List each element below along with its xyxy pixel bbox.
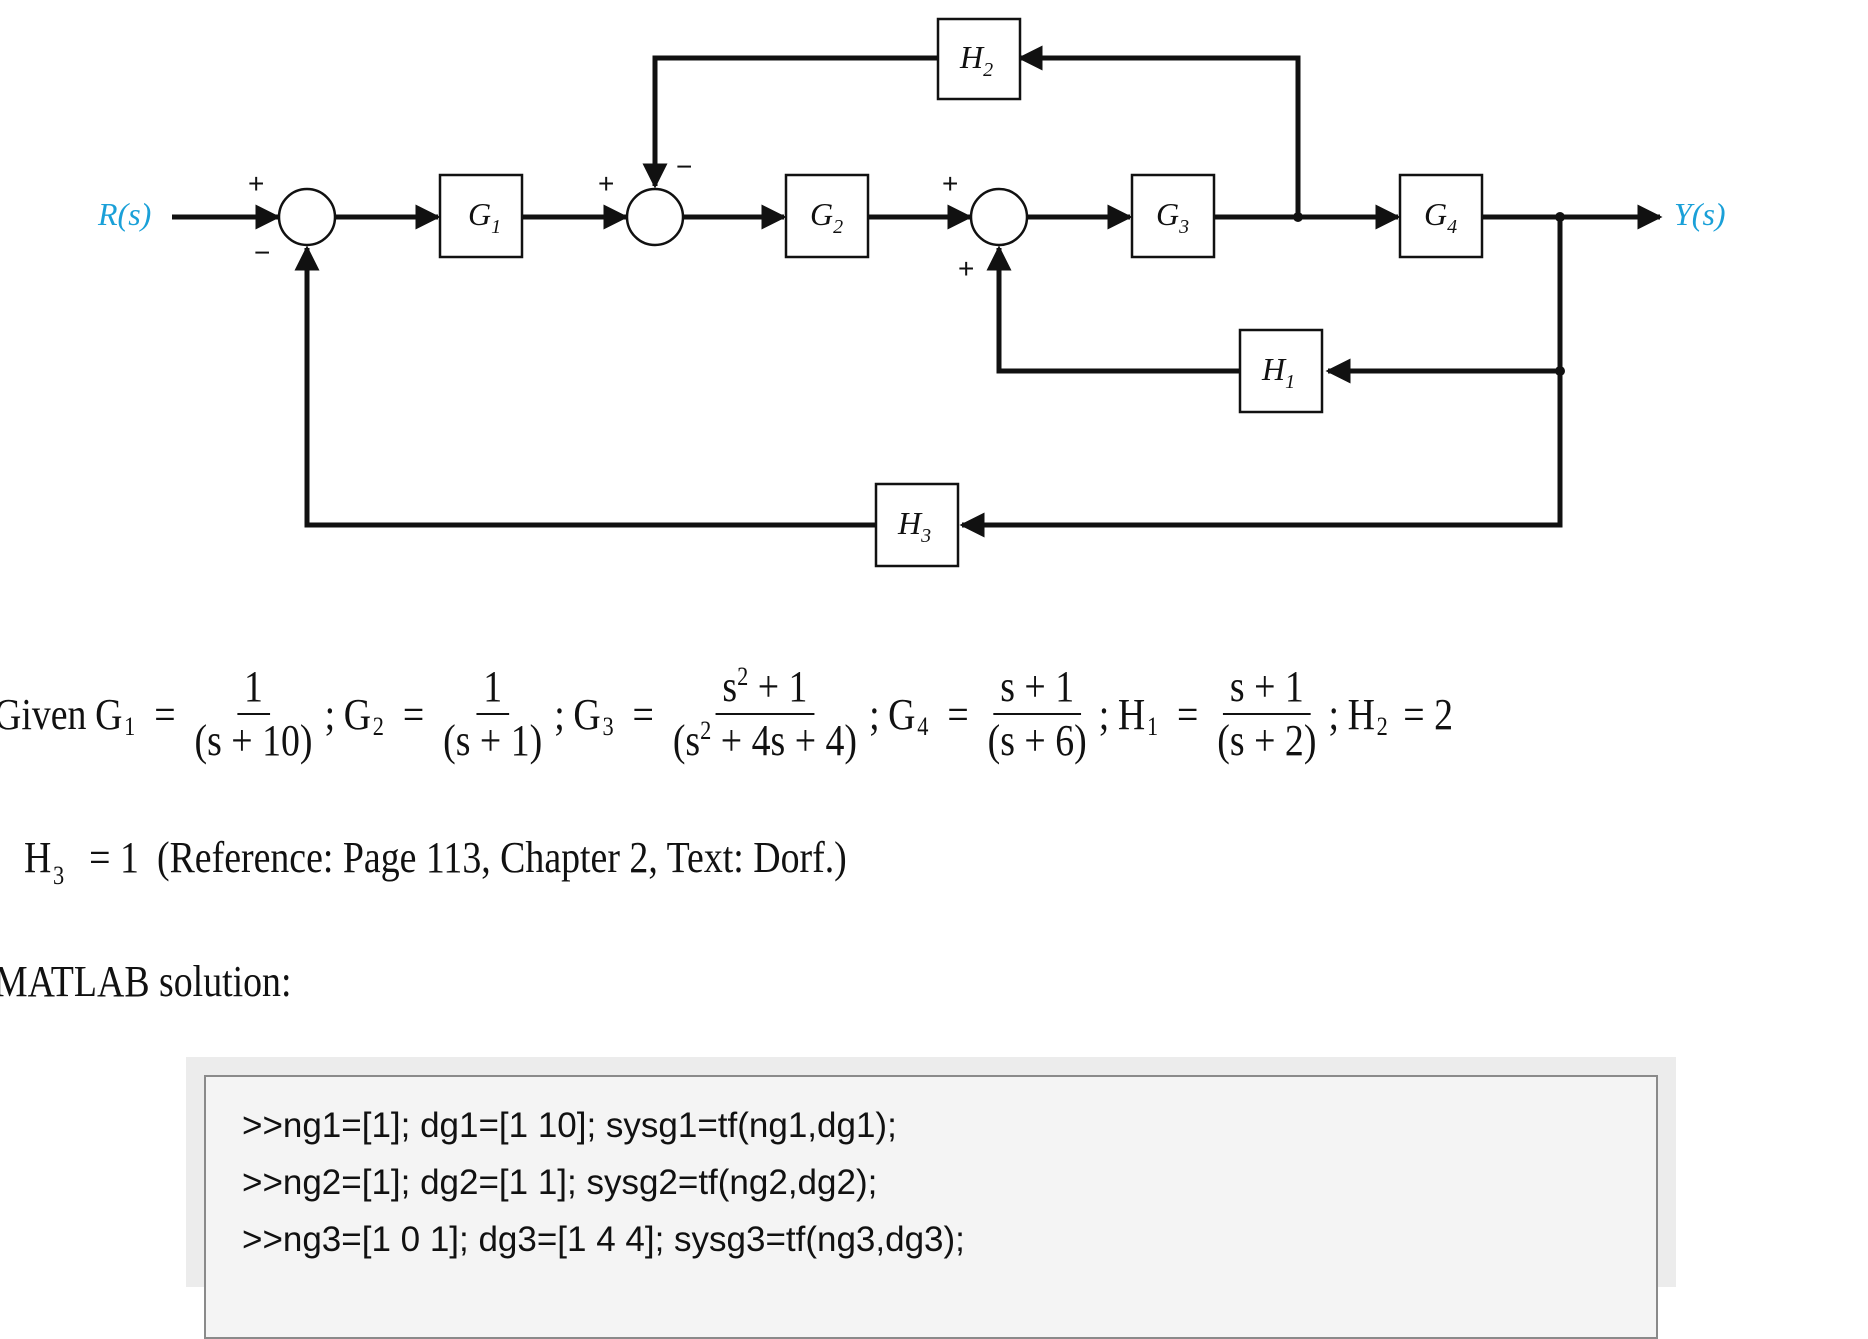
h2-value: = 2 [1403,690,1454,740]
sign-sum3-bottom: + [958,253,974,284]
reference-text: (Reference: Page 113, Chapter 2, Text: D… [156,833,847,882]
summing-junction-3 [969,187,1029,247]
output-label: Y(s) [1674,196,1726,232]
g1-fraction: 1(s + 10) [194,662,313,765]
block-g3: G3 [1130,173,1216,259]
solution-heading: MATLAB solution: [0,957,292,1006]
svg-text:G3: G3 [1156,196,1189,238]
code-line: >>ng1=[1]; dg1=[1 10]; sysg1=tf(ng1,dg1)… [242,1106,897,1145]
signal-h2-to-sum2 [642,55,938,189]
h3-and-reference: H3 = 1 (Reference: Page 113, Chapter 2, … [24,833,847,890]
block-h2: H2 [936,17,1022,101]
given-word: Given [0,690,87,740]
g4-fraction: s + 1(s + 6) [987,662,1087,765]
g2-fraction: 1(s + 1) [443,662,543,765]
block-g4: G4 [1398,173,1484,259]
svg-text:G4: G4 [1424,196,1457,238]
h2-name: H [1347,690,1375,740]
junction-dot [1555,366,1565,376]
signal-to-h3 [959,371,1563,538]
signal-h3-to-sum1 [294,245,876,528]
h3-name: H [24,833,52,882]
block-letter: G [468,196,491,232]
code-box: >>ng1=[1]; dg1=[1 10]; sysg1=tf(ng1,dg1)… [204,1075,1658,1339]
g2-name: G [343,690,372,740]
svg-text:H1: H1 [1261,351,1295,393]
summing-junction-2 [625,187,685,247]
g4-name: G [888,690,916,740]
svg-text:G1: G1 [468,196,501,238]
sign-sum2-left: + [598,168,614,199]
h3-value: = 1 [89,833,139,882]
signal-to-h2 [1017,45,1301,217]
g3-name: G [573,690,601,740]
signal-h1-to-sum3 [986,245,1240,374]
code-panel: >>ng1=[1]; dg1=[1 10]; sysg1=tf(ng1,dg1)… [186,1057,1676,1339]
svg-text:H2: H2 [959,39,993,81]
block-h1: H1 [1238,328,1324,414]
sign-sum3-left: + [942,168,958,199]
sign-sum1-bottom: − [254,237,270,268]
block-h3: H3 [874,482,960,568]
junction-dot [1555,212,1565,222]
block-diagram: G1 G2 G3 G4 H1 H2 H3 R(s) Y(s) + − + − +… [97,17,1726,568]
g1-name: G [95,690,123,740]
summing-junction-1 [277,187,337,247]
h1-fraction: s + 1(s + 2) [1217,662,1317,765]
code-line: >>ng3=[1 0 1]; dg3=[1 4 4]; sysg3=tf(ng3… [242,1220,965,1259]
block-g2: G2 [784,173,870,259]
sign-sum1-top: + [248,168,264,199]
h1-name: H [1117,690,1146,740]
g3-fraction: s2 + 1 (s2 + 4s + 4) [672,662,858,765]
svg-text:H3: H3 [897,505,931,547]
svg-text:G2: G2 [810,196,843,238]
code-line: >>ng2=[1]; dg2=[1 1]; sysg2=tf(ng2,dg2); [242,1163,878,1202]
block-g1: G1 [438,173,524,259]
junction-dot [1293,212,1303,222]
input-label: R(s) [97,196,151,232]
sign-sum2-top: − [676,151,692,182]
